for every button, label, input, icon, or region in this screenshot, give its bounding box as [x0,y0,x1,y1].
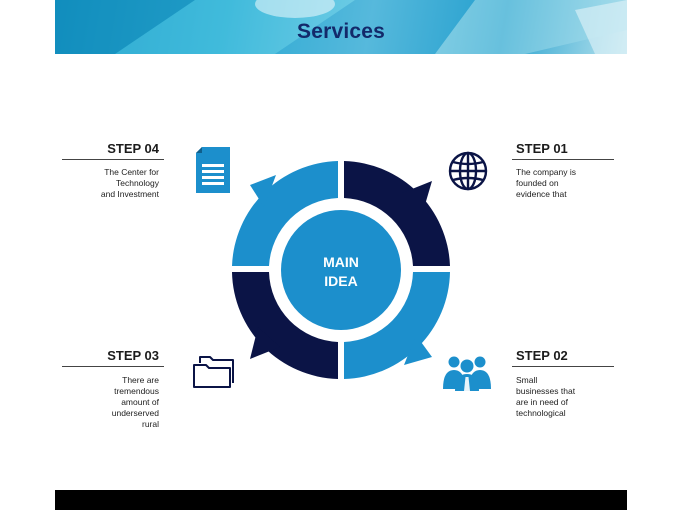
step-01-heading: STEP 01 [516,141,568,156]
cycle-segment-step-02 [344,272,450,379]
step-01-line: founded on [516,178,559,188]
step-03-heading: STEP 03 [107,348,159,363]
step-03-line: amount of [121,397,159,407]
people-icon [443,356,491,391]
cycle-diagram: MAIN IDEA [232,161,450,379]
footer-bar [55,490,627,510]
cycle-arrow-step-01 [402,181,432,215]
step-02-line: businesses that [516,386,576,396]
step-02-line: Small [516,375,538,385]
header-banner: Services [55,0,627,54]
cycle-segment-step-03 [232,272,338,379]
cycle-segment-step-04 [232,161,338,266]
cycle-arrow-step-04 [250,175,276,207]
main-idea-line-2: IDEA [324,273,357,289]
document-icon [196,147,230,193]
step-02-line: technological [516,408,566,418]
cycle-segment-step-01 [344,161,450,266]
step-01-divider [512,159,614,160]
step-01-line: evidence that [516,189,567,199]
step-04-line: The Center for [104,167,159,177]
step-02-divider [512,366,614,367]
step-04-divider [62,159,164,160]
main-idea-circle [281,210,401,330]
cycle-arrow-step-03 [250,327,280,359]
step-03-divider [62,366,164,367]
step-03-line: underserved [111,408,159,418]
step-04-heading: STEP 04 [107,141,159,156]
page-title: Services [296,20,385,43]
folder-icon [193,356,234,388]
step-03-line: There are [122,375,159,385]
banner-background [55,0,627,54]
step-04-description: The Center for Technology and Investment [79,167,159,200]
step-02-line: are in need of [516,397,568,407]
main-idea-line-1: MAIN [323,254,359,270]
step-03-description: There are tremendous amount of underserv… [79,375,159,430]
step-04-line: Technology [115,178,159,188]
step-04-line: and Investment [100,189,159,199]
step-03-line: rural [141,419,159,429]
step-01-line: The company is [516,167,576,177]
cycle-arrow-step-02 [404,335,432,365]
step-02-description: Small businesses that are in need of tec… [516,375,596,419]
step-01-description: The company is founded on evidence that [516,167,596,200]
step-03-line: tremendous [114,386,159,396]
globe-icon [448,151,488,191]
step-02-heading: STEP 02 [516,348,568,363]
